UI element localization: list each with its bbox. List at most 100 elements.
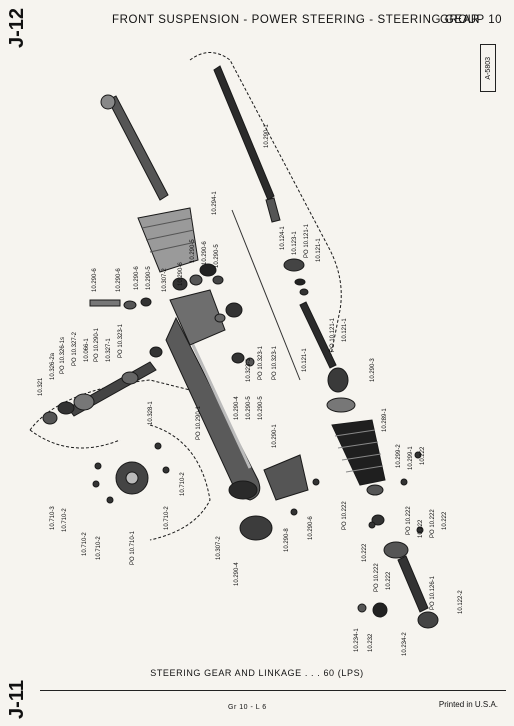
sector-gear	[239, 515, 273, 541]
part-label: PO 10.121-1	[304, 223, 310, 258]
seal	[42, 411, 58, 425]
part-label: PO 10.326-1s	[60, 337, 66, 374]
part-label: 10.321	[38, 377, 44, 396]
seal-ring	[283, 258, 305, 272]
part-label: 10.290-1	[264, 124, 270, 148]
part-label: PO 10.323-1	[118, 323, 124, 358]
bolt-head	[416, 526, 424, 534]
part-label: PO 10.222	[406, 506, 412, 535]
washer	[326, 397, 356, 413]
part-label: 10.710-2	[82, 532, 88, 556]
ring	[225, 302, 243, 318]
bolt-head	[312, 478, 320, 486]
part-label: 10.299-2	[396, 444, 402, 468]
part-label: 10.124-1	[280, 226, 286, 250]
part-label: 10.323-1	[246, 358, 252, 382]
part-label: 10.232	[368, 633, 374, 652]
part-label: 10.222	[420, 446, 426, 465]
part-label: 10.121-1	[342, 318, 348, 342]
ring	[231, 352, 245, 364]
ring	[140, 297, 152, 307]
bolt-head	[106, 496, 114, 504]
part-label: PO 10.121-1	[330, 317, 336, 352]
part-label: PO 10.327-2	[72, 331, 78, 366]
part-label: 10.328-1	[148, 401, 154, 425]
piston-rod	[299, 301, 337, 369]
part-label: 10.290-6	[202, 241, 208, 265]
bolt-head	[368, 521, 376, 529]
part-label: 10.290-5	[214, 244, 220, 268]
dashed-outline	[149, 424, 211, 541]
input-shaft	[107, 95, 169, 201]
ring	[149, 346, 163, 358]
part-label: 10.290-6	[134, 266, 140, 290]
seal-ring	[294, 278, 306, 286]
bolt	[89, 299, 121, 307]
part-label: 10.290-1	[272, 424, 278, 448]
part-label: 10.289-1	[382, 408, 388, 432]
part-label: 10.222	[418, 519, 424, 538]
part-label: 10.294-1	[212, 191, 218, 215]
part-label: 10.234-1	[354, 628, 360, 652]
part-label: 10.290-5	[258, 396, 264, 420]
part-label: 10.122-2	[458, 590, 464, 614]
part-label: PO 10.126-1	[430, 575, 436, 610]
rack-shaft	[213, 65, 275, 201]
part-label: 10.710-2	[96, 536, 102, 560]
bolt-head	[162, 466, 170, 474]
ring	[199, 263, 217, 277]
part-label: PO 10.222	[342, 501, 348, 530]
bolt-head	[414, 451, 422, 459]
bellows-boot	[331, 419, 386, 486]
part-label: 10.307-2	[162, 268, 168, 292]
part-label: 10.710-3	[50, 506, 56, 530]
part-label: 10.121-1	[316, 238, 322, 262]
rack-end	[265, 197, 281, 223]
clamp	[371, 514, 385, 526]
part-label: 10.222	[386, 571, 392, 590]
part-label: PO 10.290-1	[94, 327, 100, 362]
nut	[357, 603, 367, 613]
upper-boot	[137, 207, 199, 273]
part-label: 10.290-5	[246, 396, 252, 420]
part-label: 10.710-2	[62, 508, 68, 532]
part-label: PO 10.710-1	[130, 530, 136, 565]
part-label: PO 10.222	[374, 563, 380, 592]
part-label: 10.290-3	[370, 358, 376, 382]
part-label: 10.290-6	[92, 268, 98, 292]
figure-caption: STEERING GEAR AND LINKAGE . . . 60 (LPS)	[150, 668, 364, 678]
ring	[245, 357, 255, 367]
part-label: 10.066-1	[84, 338, 90, 362]
sector-bracket	[263, 454, 309, 501]
bolt-head	[400, 478, 408, 486]
part-label: PO 10.222	[430, 509, 436, 538]
part-label: 10.710-2	[164, 506, 170, 530]
bolt-head	[290, 508, 298, 516]
part-label: 10.290-6	[178, 262, 184, 286]
ring	[189, 274, 203, 286]
housing-end	[228, 480, 258, 500]
ring	[121, 371, 139, 385]
page-title: FRONT SUSPENSION - POWER STEERING - STEE…	[112, 14, 480, 26]
part-label: PO 10.290-1	[196, 405, 202, 440]
part-label: 10.123-1	[292, 231, 298, 255]
part-label: 10.710-2	[180, 472, 186, 496]
tie-rod-end	[417, 611, 439, 629]
part-label: PO 10.323-1	[258, 345, 264, 380]
footer-rule	[40, 690, 506, 691]
part-label: 10.290-6	[116, 268, 122, 292]
ring	[123, 300, 137, 310]
bolt-head	[94, 462, 102, 470]
part-label: 10.327-1	[106, 338, 112, 362]
ball-stud	[100, 94, 116, 110]
adjuster	[383, 541, 409, 559]
footer-code: Gr 10 - L 6	[228, 704, 267, 711]
ring	[212, 275, 224, 285]
part-label: 10.290-8	[284, 528, 290, 552]
part-label: 10.121-1	[302, 348, 308, 372]
guide-rod	[231, 209, 301, 381]
seal-ring	[299, 288, 309, 296]
part-label: 10.326-2a	[50, 352, 56, 380]
printed-note: Printed in U.S.A.	[438, 700, 498, 709]
